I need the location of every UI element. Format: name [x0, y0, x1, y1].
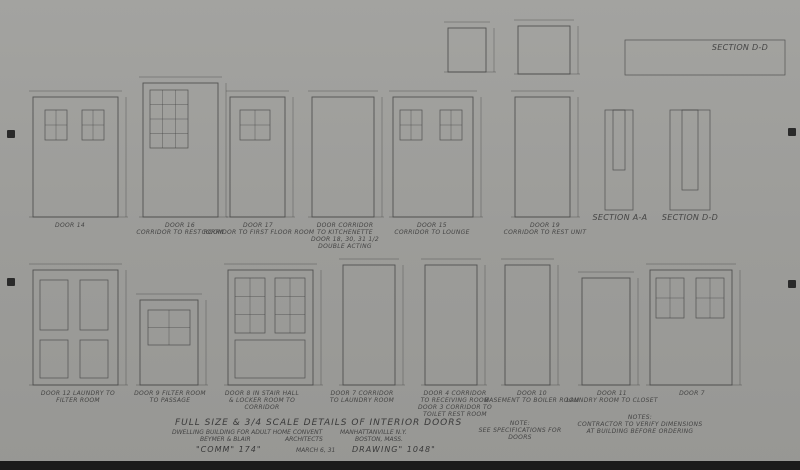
tack-right-top [788, 128, 796, 136]
door-15 [392, 96, 474, 218]
door-14 [32, 96, 119, 218]
commission-number: "COMM" 174" [196, 445, 262, 454]
title-line3-right: BOSTON, MASS. [355, 436, 403, 443]
door-kitchenette [311, 96, 375, 218]
door-11 [581, 277, 631, 386]
door-8-panel [234, 339, 306, 379]
door-12-panel [39, 279, 69, 331]
door-16 [142, 82, 219, 218]
tack-right-bottom [788, 280, 796, 288]
note-left: NOTE: SEE SPECIFICATIONS FOR DOORS [478, 420, 562, 441]
drawing-number: DRAWING" 1048" [352, 445, 436, 454]
section-b-stile [681, 109, 699, 191]
label-door-9: DOOR 9 FILTER ROOM TO PASSAGE [134, 390, 206, 404]
detail-top-left [447, 27, 487, 73]
label-door-7: DOOR 7 [679, 390, 705, 397]
drawing-date: MARCH 6, 31 [296, 447, 336, 454]
label-section-c: SECTION D-D [711, 43, 769, 52]
scan-bottom-edge [0, 461, 800, 470]
door-10 [504, 264, 551, 386]
drawing-title: FULL SIZE & 3/4 SCALE DETAILS OF INTERIO… [175, 418, 463, 428]
label-door-16: DOOR 16 CORRIDOR TO REST ROOM [136, 222, 224, 236]
note-right: NOTES: CONTRACTOR TO VERIFY DIMENSIONS A… [577, 414, 703, 435]
label-door-19: DOOR 19 CORRIDOR TO REST UNIT [503, 222, 587, 236]
door-8 [227, 269, 314, 386]
section-b-profile [669, 109, 711, 211]
tack-left-bottom [7, 278, 15, 286]
label-door-7-corridor: DOOR 7 CORRIDOR TO LAUNDRY ROOM [329, 390, 395, 404]
label-door-14: DOOR 14 [55, 222, 85, 229]
door-7-corridor [342, 264, 396, 386]
door-12 [32, 269, 119, 386]
door-12-panel [79, 279, 109, 331]
door-12-panel [79, 339, 109, 379]
label-door-15: DOOR 15 CORRIDOR TO LOUNGE [394, 222, 470, 236]
label-door-8: DOOR 8 IN STAIR HALL & LOCKER ROOM TO CO… [224, 390, 300, 411]
title-line3-left: BEYMER & BLAIR [200, 436, 251, 443]
title-line2-left: DWELLING BUILDING FOR ADULT HOME CONVENT [172, 429, 323, 436]
title-line2-right: MANHATTANVILLE N.Y. [340, 429, 407, 436]
label-door-10: DOOR 10 BASEMENT TO BOILER ROOM [484, 390, 580, 404]
label-door-kitchenette: DOOR CORRIDOR TO KITCHENETTE DOOR 18, 30… [311, 222, 379, 250]
label-door-11: DOOR 11 LAUNDRY ROOM TO CLOSET [566, 390, 658, 404]
title-line3-mid: ARCHITECTS [285, 436, 323, 443]
door-17 [229, 96, 286, 218]
door-19 [514, 96, 571, 218]
label-section-a: SECTION A-A [592, 213, 648, 222]
door-7 [649, 269, 733, 386]
section-d-detail [624, 39, 786, 76]
door-12-panel [39, 339, 69, 379]
label-door-4: DOOR 4 CORRIDOR TO RECEIVING ROOM DOOR 3… [417, 390, 493, 418]
label-door-12: DOOR 12 LAUNDRY TO FILTER ROOM [40, 390, 116, 404]
section-a-stile [612, 109, 626, 171]
detail-top-right [517, 25, 571, 75]
label-section-b: SECTION D-D [661, 213, 719, 222]
tack-left-top [7, 130, 15, 138]
section-a-profile [604, 109, 634, 211]
door-4 [424, 264, 478, 386]
label-door-17: DOOR 17 CORRIDOR TO FIRST FLOOR ROOM [201, 222, 315, 236]
